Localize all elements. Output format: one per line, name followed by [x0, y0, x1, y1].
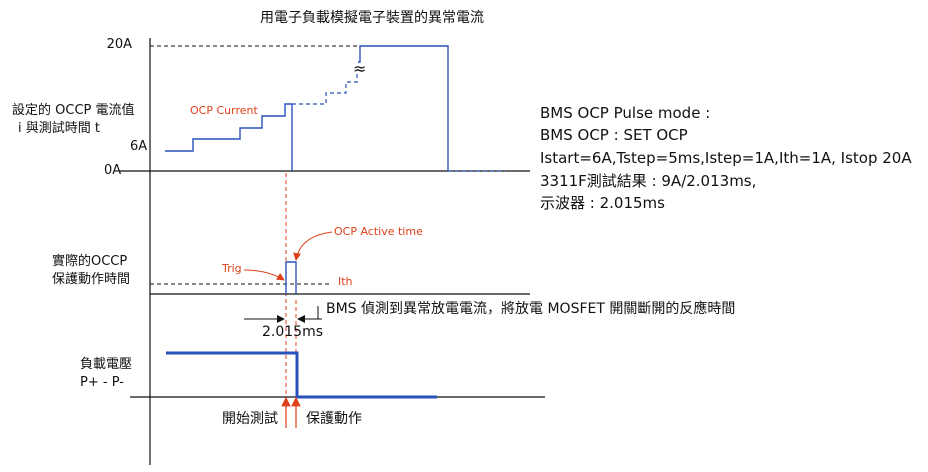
interval-value: 2.015ms: [262, 324, 323, 340]
settings-line3: Istart=6A,Tstep=5ms,Istep=1A,Ith=1A, Ist…: [540, 149, 912, 167]
y-axis-label-line2: i 與測試時間 t: [18, 120, 100, 136]
ocp-current-label: OCP Current: [190, 104, 258, 117]
ith-label: Ith: [338, 275, 353, 288]
settings-panel: BMS OCP Pulse mode : BMS OCP : SET OCP I…: [540, 104, 912, 212]
y-axis-label-line1: 設定的 OCCP 電流值: [12, 102, 135, 118]
ocp-peak-waveform: [358, 45, 449, 171]
settings-line5: 示波器 : 2.015ms: [540, 194, 665, 212]
start-test-label: 開始測試: [222, 411, 278, 427]
break-symbol: ≈: [353, 59, 366, 78]
ocp-active-time-label: OCP Active time: [334, 225, 423, 238]
settings-line2: BMS OCP : SET OCP: [540, 126, 688, 144]
ocp-current-waveform: [165, 103, 293, 171]
voltage-label-line2: P+ - P-: [80, 375, 124, 390]
voltage-label-line1: 負載電壓: [80, 357, 132, 372]
reaction-description: BMS 偵測到異常放電電流，將放電 MOSFET 開關斷開的反應時間: [326, 300, 735, 317]
trig-label: Trig: [221, 262, 242, 275]
protection-label-line2: 保護動作時間: [52, 271, 130, 287]
tick-6a: 6A: [130, 139, 147, 154]
load-voltage-waveform: [166, 351, 437, 399]
settings-line4: 3311F測試結果 : 9A/2.013ms,: [540, 172, 756, 190]
protection-pulse: [285, 261, 297, 294]
diagram-title: 用電子負載模擬電子裝置的異常電流: [260, 10, 484, 26]
trig-arrow: [243, 269, 285, 281]
protection-action-label: 保護動作: [306, 411, 362, 427]
tick-0a: 0A: [104, 163, 121, 178]
ocp-active-time-arrow: [293, 231, 333, 261]
tick-20a: 20A: [107, 37, 133, 52]
ocp-current-continuation-dashed: [292, 72, 358, 105]
protection-label-line1: 實際的OCCP: [52, 253, 127, 269]
settings-line1: BMS OCP Pulse mode :: [540, 104, 710, 122]
